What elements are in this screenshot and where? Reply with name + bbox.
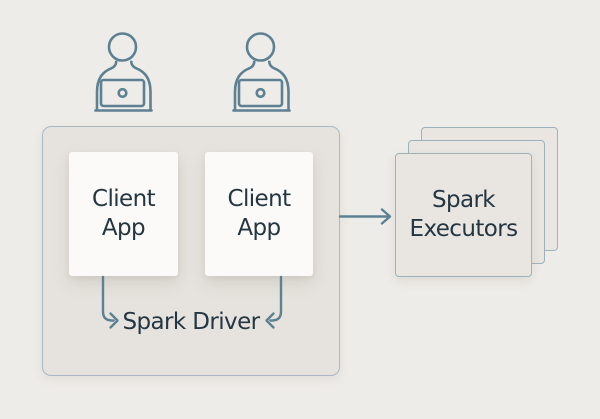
client-app-2-label: Client App	[227, 186, 292, 241]
spark-driver-container: Client App Client App Spark Driver	[42, 126, 340, 376]
person-laptop-icon-2	[232, 32, 291, 112]
arrow-driver-to-executors	[338, 208, 392, 225]
person-laptop-icon-1	[94, 32, 153, 112]
client-app-box-2: Client App	[205, 152, 313, 276]
arrowhead-right-icon	[380, 208, 392, 225]
spark-driver-label: Spark Driver	[122, 309, 261, 335]
client-app-1-label: Client App	[92, 186, 156, 241]
spark-executors-label: Spark Executors	[409, 187, 519, 242]
client-app-box-1: Client App	[69, 152, 178, 276]
spark-executors-box: Spark Executors	[395, 153, 532, 277]
